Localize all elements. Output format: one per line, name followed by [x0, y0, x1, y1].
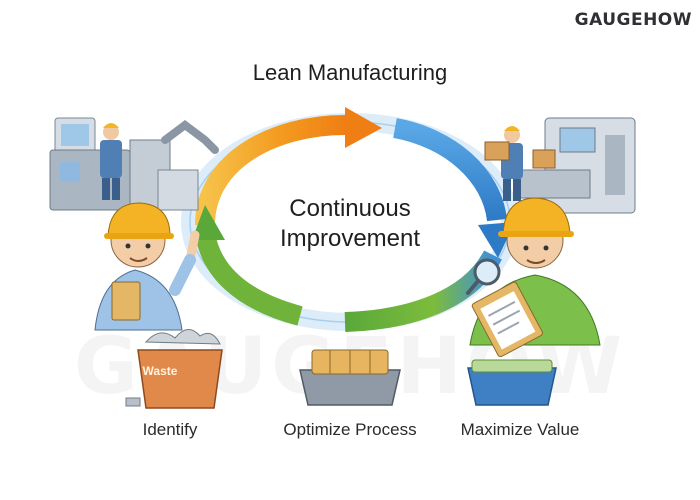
- cycle-center-line1: Continuous: [289, 195, 411, 222]
- storage-bin-icon: [467, 359, 557, 406]
- step-label-optimize-process: Optimize Process: [283, 420, 417, 439]
- step-label-maximize-value: Maximize Value: [460, 420, 580, 439]
- cycle-center-line2: Improvement: [279, 225, 421, 252]
- waste-bin-label: Waste: [142, 364, 178, 378]
- organized-tray-icon: [299, 349, 401, 406]
- worker-inspecting-clipboard-icon: [466, 197, 601, 358]
- diagram-title: Lean Manufacturing: [252, 60, 448, 85]
- cycle-arrow-top: [195, 107, 515, 258]
- step-label-identify: Identify: [142, 420, 198, 439]
- worker-carrying-box-icon: [484, 117, 636, 214]
- waste-bin-icon: [125, 329, 223, 409]
- worker-pointing-icon: [94, 202, 200, 331]
- brand-logo: GAUGEHOW: [574, 10, 692, 30]
- factory-worker-control-panel-icon: [49, 117, 219, 211]
